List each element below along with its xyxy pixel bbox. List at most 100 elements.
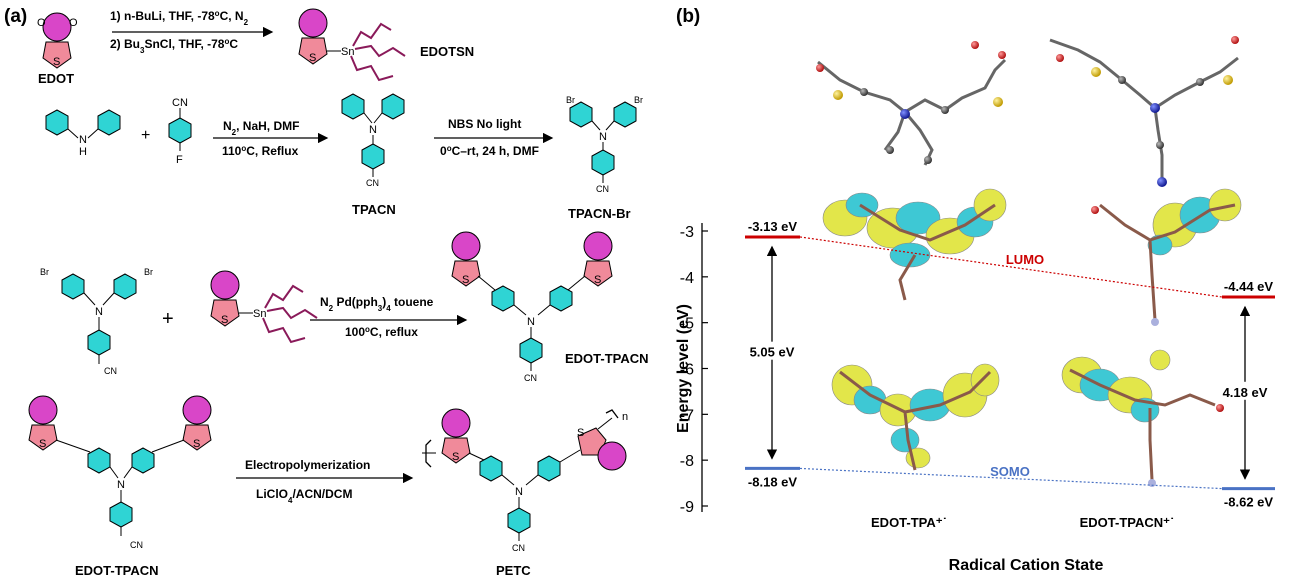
lumo-connector [799,236,1223,298]
lobe-yellow [970,363,1000,397]
orbital-somo-edot-tpa [831,363,1000,471]
polymer-bracket-right [605,409,619,419]
lobe-yellow [1208,188,1242,222]
butyl-chain [262,317,306,344]
bond [559,449,581,463]
edot-molecule: O O S [37,12,78,69]
thiophene-ring [28,424,58,451]
step3-cond2: 0oC–rt, 24 h, DMF [440,144,539,159]
step5-cond2: LiClO4/ACN/DCM [256,487,352,505]
lobe-yellow [1149,349,1171,371]
dioxane-ring [298,8,328,38]
benzene-ring [87,447,111,474]
benzene-ring [168,117,192,144]
molecule-backbone [839,370,992,471]
atom-oxygen [998,51,1006,59]
sulfur-label: S [462,274,469,286]
butyl-chain [354,44,406,58]
step1-cond1: 1) n-BuLi, THF, -78oC, N2 [110,9,249,27]
nitrogen-label: N [599,131,607,143]
y-tick-label: -7 [680,407,694,424]
sulfur-label: S [309,52,316,64]
thiophene-ring [583,260,613,287]
benzene-ring [569,101,593,128]
thiophene-ring [451,260,481,287]
benzene-ring [341,93,365,120]
bond [477,275,496,291]
atom-sulfur [993,97,1003,107]
sulfur-label: S [452,451,459,463]
lumo-value-label: -3.13 eV [748,219,797,234]
sulfur-label: S [594,274,601,286]
cyano-label: CN [512,543,525,553]
benzene-ring [549,285,573,312]
atom-carbon [860,88,868,96]
nitrogen-label: N [95,306,103,318]
y-tick-label: -3 [680,224,694,241]
dioxane-ring [441,408,471,438]
bond-network [817,58,1007,166]
atom-oxygen [1091,206,1099,214]
bond-network [1049,38,1239,180]
petc-name: PETC [496,563,531,578]
ball-stick-model-edot-tpa [816,41,1007,166]
dioxane-ring [210,270,240,300]
edotsn-reactant: S Sn [210,270,318,344]
bromine-label: Br [144,267,153,277]
gap-label-background [1221,381,1269,400]
lumo-value-label: -4.44 eV [1224,279,1273,294]
panel-b-label: (b) [676,6,700,27]
atom-nitrogen [1157,177,1167,187]
benzene-ring [519,337,543,364]
atom-oxygen [816,64,824,72]
dioxane-ring [451,231,481,261]
butyl-chain [350,55,394,82]
bromine-label: Br [40,267,49,277]
atom-carbon [1196,78,1204,86]
y-tick-label: -9 [680,499,694,516]
y-tick-label: -6 [680,362,694,379]
somo-value-label: -8.62 eV [1224,495,1273,510]
thiophene-ring [298,37,328,65]
bond [55,439,91,453]
tpacn-br-molecule: Br Br N CN [566,95,643,194]
petc-polymer: S N CN S n [422,408,628,553]
hydrogen-label: H [79,146,87,158]
butyl-chain [352,22,392,47]
oxygen-label: O [37,17,46,29]
benzene-ring [361,143,385,170]
cyano-label: CN [524,373,537,383]
y-tick-label: -4 [680,270,694,287]
nitrogen-label: N [527,316,535,328]
edot-tpacn-product-name: EDOT-TPACN [565,351,649,366]
step2-cond1: N2, NaH, DMF [223,119,299,137]
orbital-lumo-edot-tpacn [1091,188,1242,326]
lobe-cyan [895,201,941,235]
benzene-ring [491,285,515,312]
lumo-label: LUMO [1006,252,1044,267]
benzene-ring [131,447,155,474]
category-label: EDOT-TPA⁺˙ [871,515,947,530]
edot-tpacn-product: S S N CN [451,231,613,383]
atom-nitrogen [1150,103,1160,113]
energy-gap-label: 4.18 eV [1223,385,1268,400]
atom-nitrogen [1148,479,1156,487]
cyano-label: CN [596,184,609,194]
tpacn-br-name: TPACN-Br [568,206,631,221]
cyano-label: CN [104,366,117,376]
y-axis-label: Energy level (eV) [675,304,692,433]
plus-sign-1: + [141,127,150,144]
atom-sulfur [833,90,843,100]
molecule-backbone [1069,368,1216,481]
tin-label: Sn [253,308,266,320]
butyl-chain [264,284,304,309]
ball-stick-model-edot-tpacn [1049,36,1239,187]
edotsn-molecule: S Sn [298,8,406,82]
atom-sulfur [1091,67,1101,77]
orbital-somo-edot-tpacn [1061,349,1224,487]
molecule-backbone [859,203,996,301]
atom-carbon [1118,76,1126,84]
molecule-backbone [1099,203,1236,321]
atom-carbon [924,156,932,164]
